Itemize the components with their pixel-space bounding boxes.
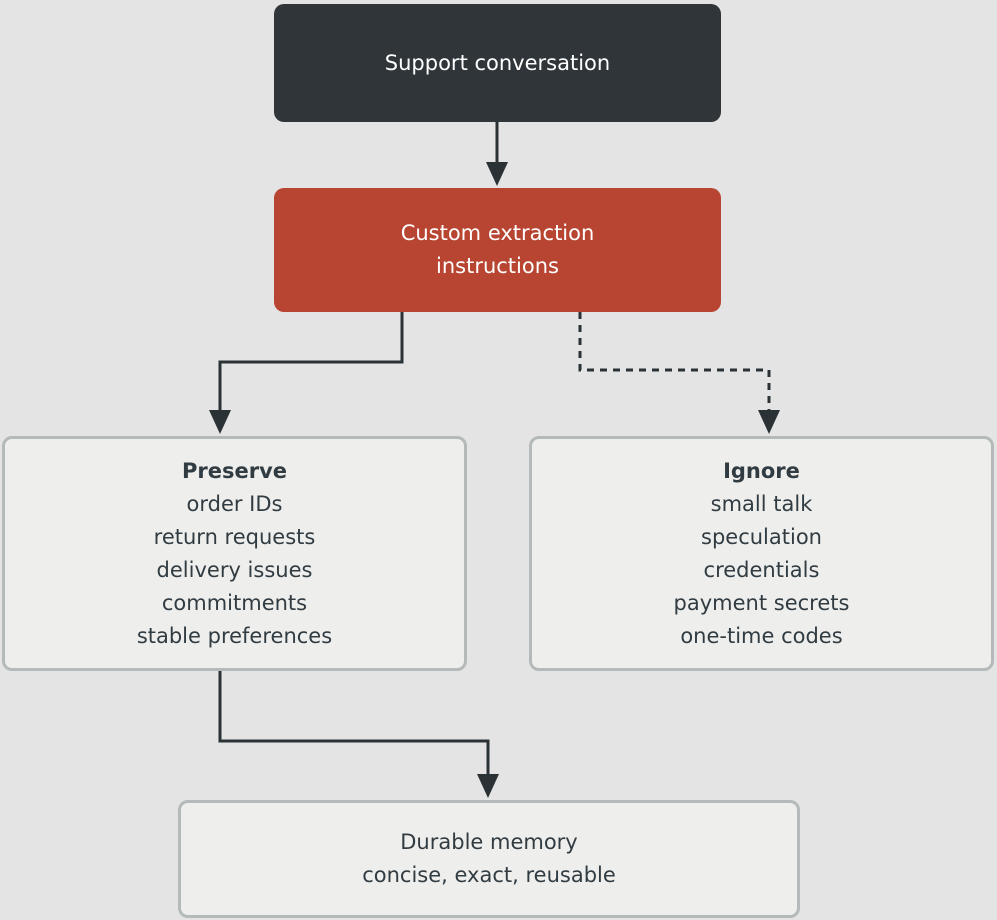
preserve-title: Preserve xyxy=(181,458,288,483)
extraction-label-line-1: Custom extraction xyxy=(400,221,595,245)
support-conversation-label: Support conversation xyxy=(384,50,611,75)
ignore-item: credentials xyxy=(703,557,820,582)
ignore-item: one-time codes xyxy=(680,623,843,648)
custom-extraction-node: Custom extraction instructions xyxy=(274,188,721,312)
ignore-item: payment secrets xyxy=(673,590,850,615)
preserve-item: delivery issues xyxy=(156,557,313,582)
durable-memory-node: Durable memory concise, exact, reusable xyxy=(178,800,800,918)
edge-extraction-to-preserve xyxy=(218,312,404,412)
memory-label-line-1: Durable memory xyxy=(400,830,578,854)
ignore-title: Ignore xyxy=(723,458,800,483)
edge-extraction-to-ignore xyxy=(578,312,771,412)
ignore-item: speculation xyxy=(701,524,822,549)
preserve-item: stable preferences xyxy=(136,623,333,648)
edge-preserve-to-memory xyxy=(218,671,490,776)
preserve-item: return requests xyxy=(153,524,316,549)
preserve-item: order IDs xyxy=(186,491,283,516)
preserve-item: commitments xyxy=(161,590,308,615)
arrowhead-extraction xyxy=(486,162,508,186)
ignore-item: small talk xyxy=(710,491,813,516)
arrowhead-ignore xyxy=(758,410,780,434)
arrowhead-memory xyxy=(477,774,499,798)
arrowhead-preserve xyxy=(209,410,231,434)
extraction-label-line-2: instructions xyxy=(436,254,559,278)
ignore-node: Ignore small talk speculation credential… xyxy=(529,436,994,671)
support-conversation-node: Support conversation xyxy=(274,4,721,122)
preserve-node: Preserve order IDs return requests deliv… xyxy=(2,436,467,671)
memory-label-line-2: concise, exact, reusable xyxy=(362,863,616,887)
